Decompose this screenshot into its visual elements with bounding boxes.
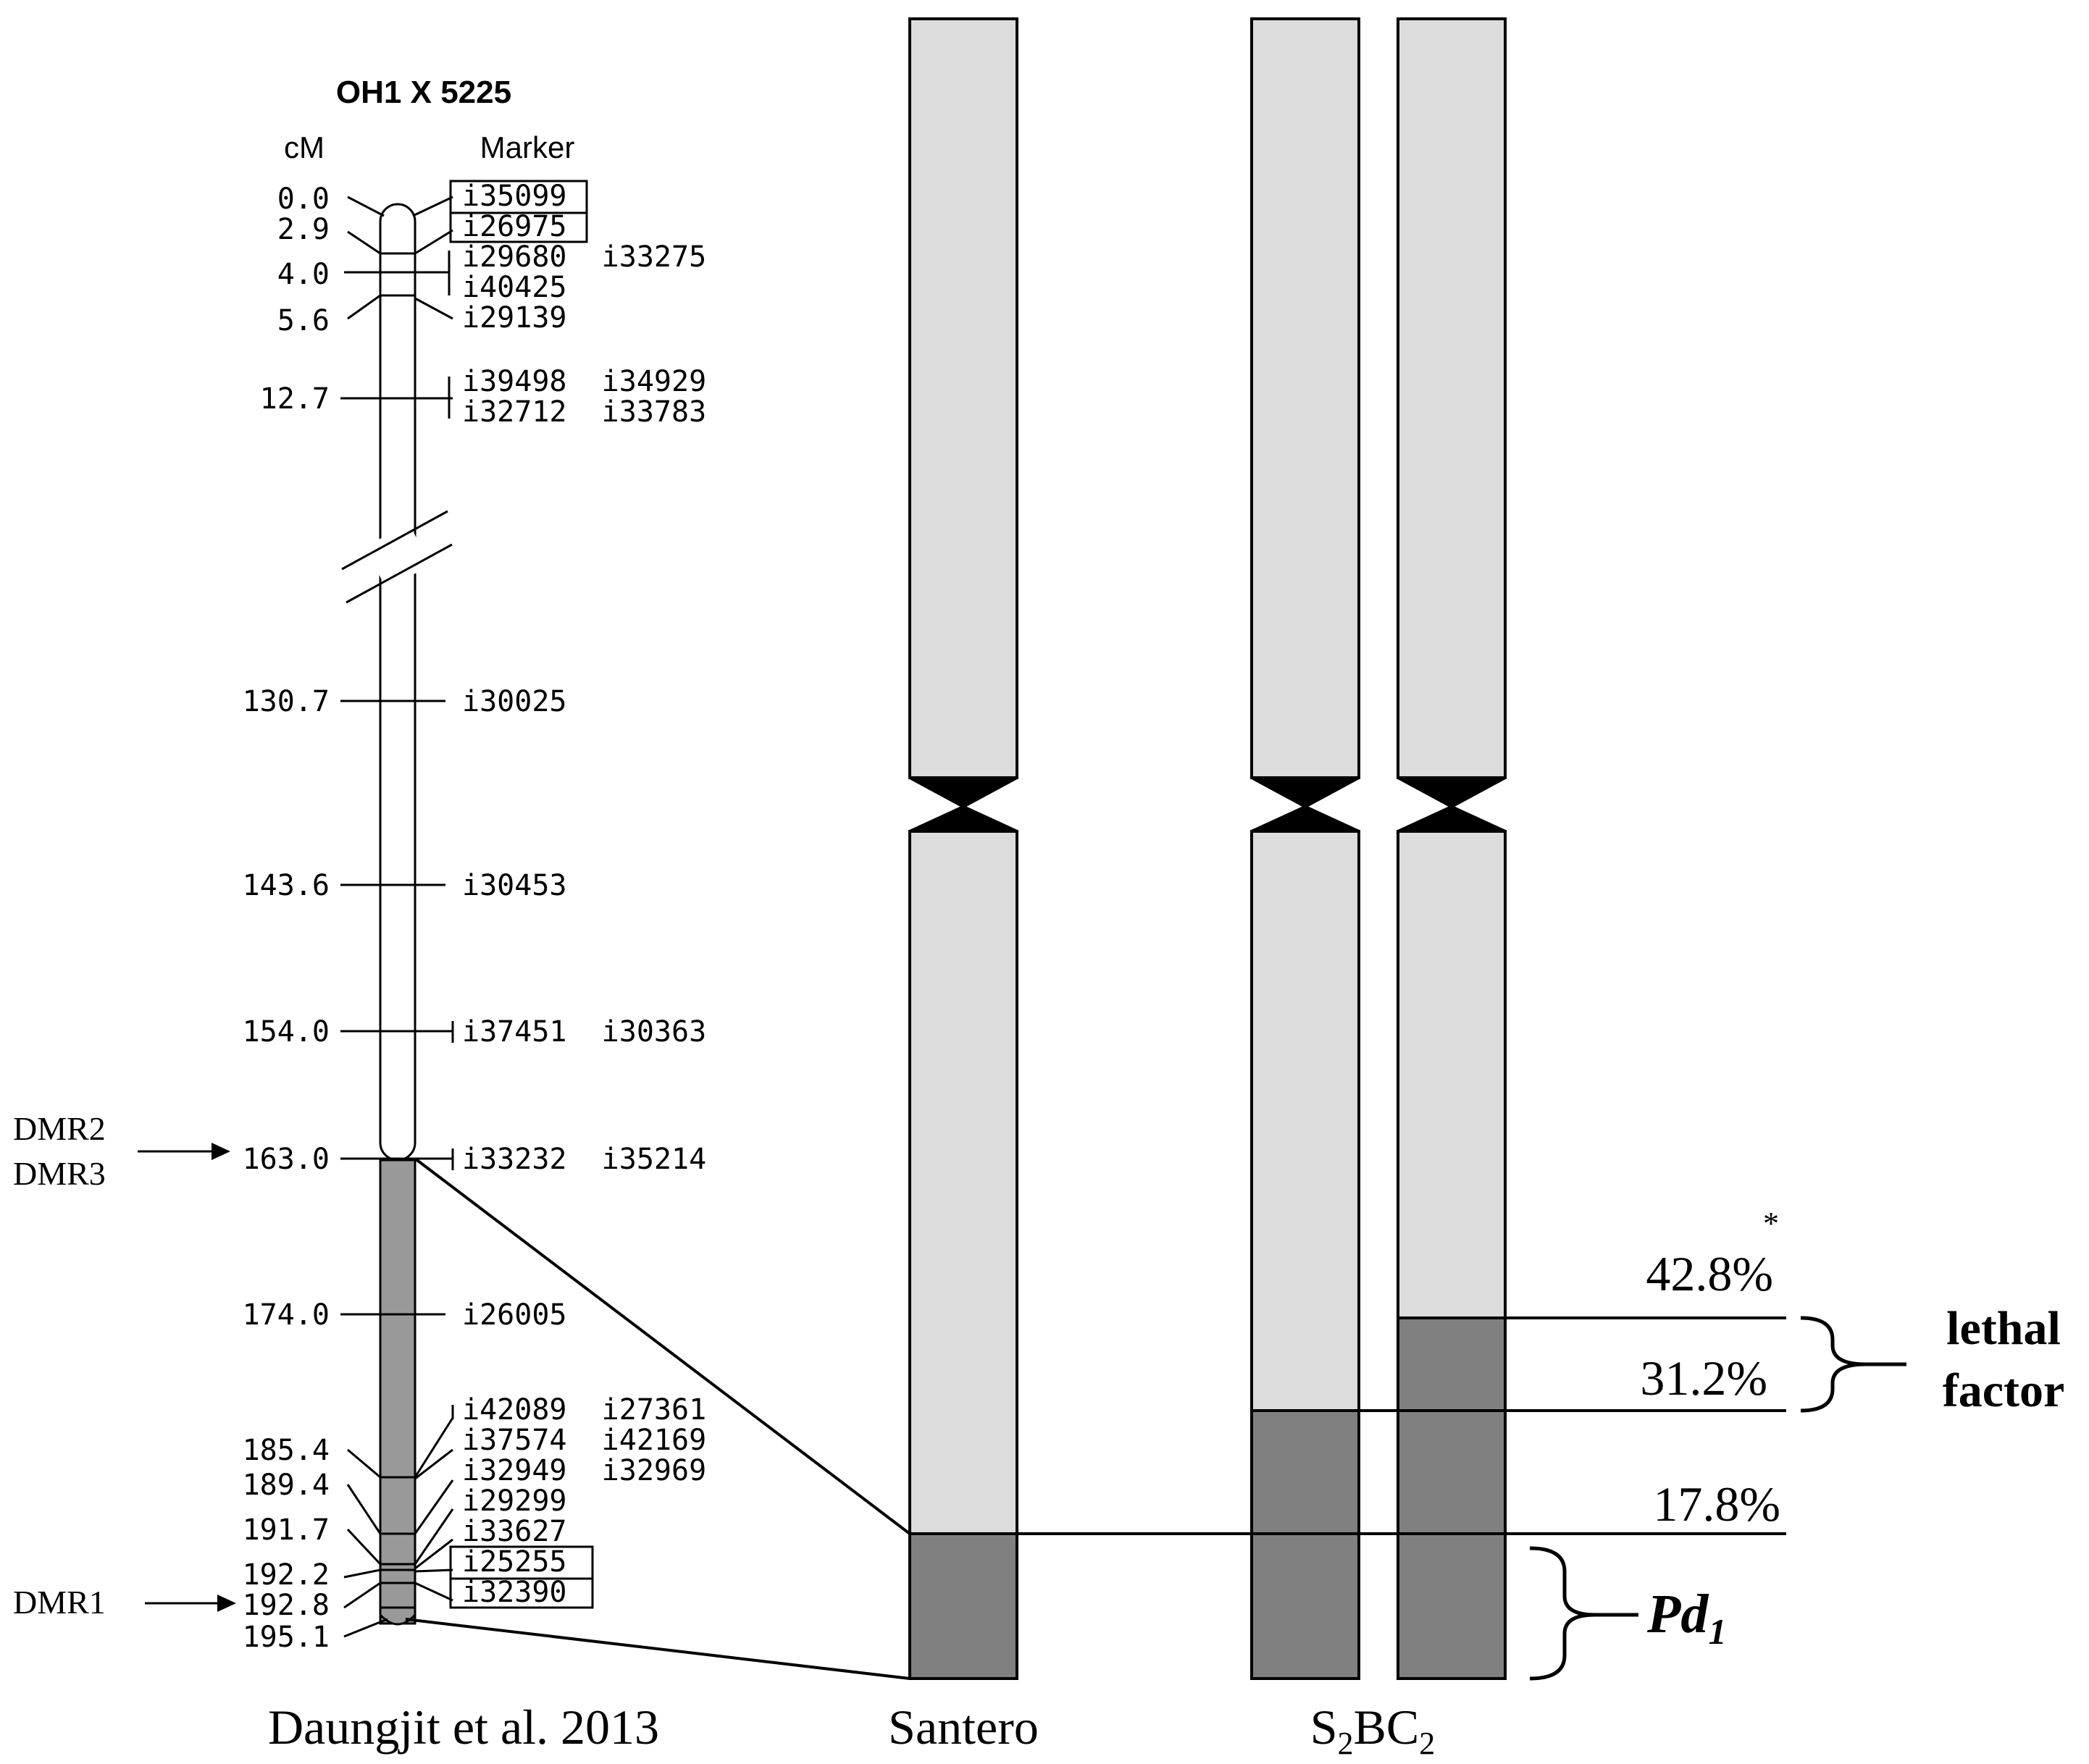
cm-label: 192.2 [243,1558,330,1592]
dmr3-label: DMR3 [13,1155,106,1192]
zoom-lines [405,1157,911,1680]
dmr2-label: DMR2 [13,1110,106,1147]
marker-label: i30025 [462,685,567,718]
cm-label: 192.8 [243,1589,330,1622]
pct-31-2: 31.2% [1640,1351,1767,1406]
marker-label: i25255 [462,1545,567,1579]
marker-label: i37574 i42169 [462,1424,706,1457]
cm-label: 4.0 [277,258,330,291]
marker-label: i32949 i32969 [462,1454,706,1487]
pd1-label-sub: 1 [1708,1611,1726,1652]
annotation-lines [1017,1316,1786,1535]
marker-label: i40425 [462,271,567,304]
s2bc2-label-sub2: 2 [1419,1726,1435,1761]
marker-labels: i35099 i26975 i29680 i33275 i40425 i2913… [462,180,706,1609]
pct-17-8: 17.8% [1653,1477,1780,1532]
santero-centromere [909,776,1018,833]
s2bc2-right-lower-dark [1397,1316,1507,1680]
santero-lower-arm-light [908,830,1018,1535]
cm-label: 189.4 [243,1469,330,1502]
cm-label: 195.1 [243,1621,330,1654]
map-break-line-2 [346,543,453,604]
marker-label: i29680 i33275 [462,240,706,274]
s2bc2-left-lower-dark [1250,1409,1360,1680]
map-title: OH1 X 5225 [336,75,511,110]
cm-label: 5.6 [277,304,330,337]
s2bc2-chromosome-left [1250,17,1360,1680]
map-caption: Daungjit et al. 2013 [268,1700,659,1755]
marker-box [449,211,588,243]
dmr2-arrow-head [212,1143,230,1160]
marker-label: i33627 [462,1515,567,1548]
s2bc2-right-centromere [1397,776,1506,833]
marker-label: i30453 [462,869,567,902]
s2bc2-chromosome-right [1397,17,1507,1680]
santero-chromosome [908,17,1018,1680]
lethal-factor-brace [1800,1316,1867,1413]
pd1-brace [1529,1546,1596,1681]
s2bc2-label-bc: BC [1354,1700,1420,1755]
s2bc2-label-s: S [1310,1700,1338,1755]
map-bar-upper [379,203,416,1162]
cm-label: 130.7 [243,685,330,718]
marker-label: i29139 [462,301,567,335]
pct-42-8: 42.8% [1646,1246,1773,1301]
map-break-line-1 [341,510,448,571]
cm-label: 163.0 [243,1143,330,1176]
cm-labels: 0.0 2.9 4.0 5.6 12.7 130.7 143.6 154.0 1… [243,182,330,1654]
marker-label: i37451 i30363 [462,1015,706,1049]
dmr1-arrow-head [217,1595,236,1612]
s2bc2-label-sub1: 2 [1338,1726,1354,1761]
s2bc2-left-upper-arm [1250,17,1360,779]
s2bc2-left-lower-light [1250,830,1360,1412]
marker-boxes [449,180,594,1609]
santero-pd1-region [908,1532,1018,1680]
marker-box [449,1577,594,1609]
cm-label: 0.0 [277,182,330,216]
cm-label: 12.7 [260,382,330,416]
marker-label: i32712 i33783 [462,395,706,429]
pd1-label: Pd1 [1646,1584,1726,1652]
cm-label: 174.0 [243,1298,330,1332]
marker-connectors [412,196,454,1602]
cm-label: 154.0 [243,1015,330,1049]
s2bc2-right-lower-light [1397,830,1507,1319]
marker-header: Marker [480,130,575,164]
cm-label: 191.7 [243,1513,330,1547]
marker-label: i29299 [462,1484,567,1518]
s2bc2-left-centromere [1251,776,1360,833]
map-bands [380,252,415,1584]
linkage-map: OH1 X 5225 cM Marker [13,75,706,1755]
cm-label: 143.6 [243,869,330,902]
marker-label: i42089 i27361 [462,1393,706,1427]
marker-label: i35099 [462,180,567,213]
marker-label: i32390 [462,1576,567,1609]
map-break-gap [365,524,430,588]
marker-label: i33232 i35214 [462,1143,706,1176]
cm-label: 185.4 [243,1434,330,1467]
santero-label: Santero [888,1700,1039,1755]
s2bc2-label: S2BC2 [1310,1700,1436,1761]
marker-label: i26005 [462,1298,567,1332]
santero-upper-arm [908,17,1018,779]
cm-label: 2.9 [277,213,330,246]
map-bar-region [379,1159,416,1625]
s2bc2-right-upper-arm [1397,17,1507,779]
marker-label: i26975 [462,210,567,243]
cm-ticks [340,196,453,1638]
dmr1-label: DMR1 [13,1584,106,1621]
lethal-label: lethal [1946,1302,2061,1355]
marker-label: i39498 i34929 [462,365,706,398]
cm-header: cM [284,130,325,164]
factor-label: factor [1943,1364,2065,1417]
asterisk: * [1763,1206,1779,1241]
pd1-label-main: Pd [1646,1584,1709,1645]
